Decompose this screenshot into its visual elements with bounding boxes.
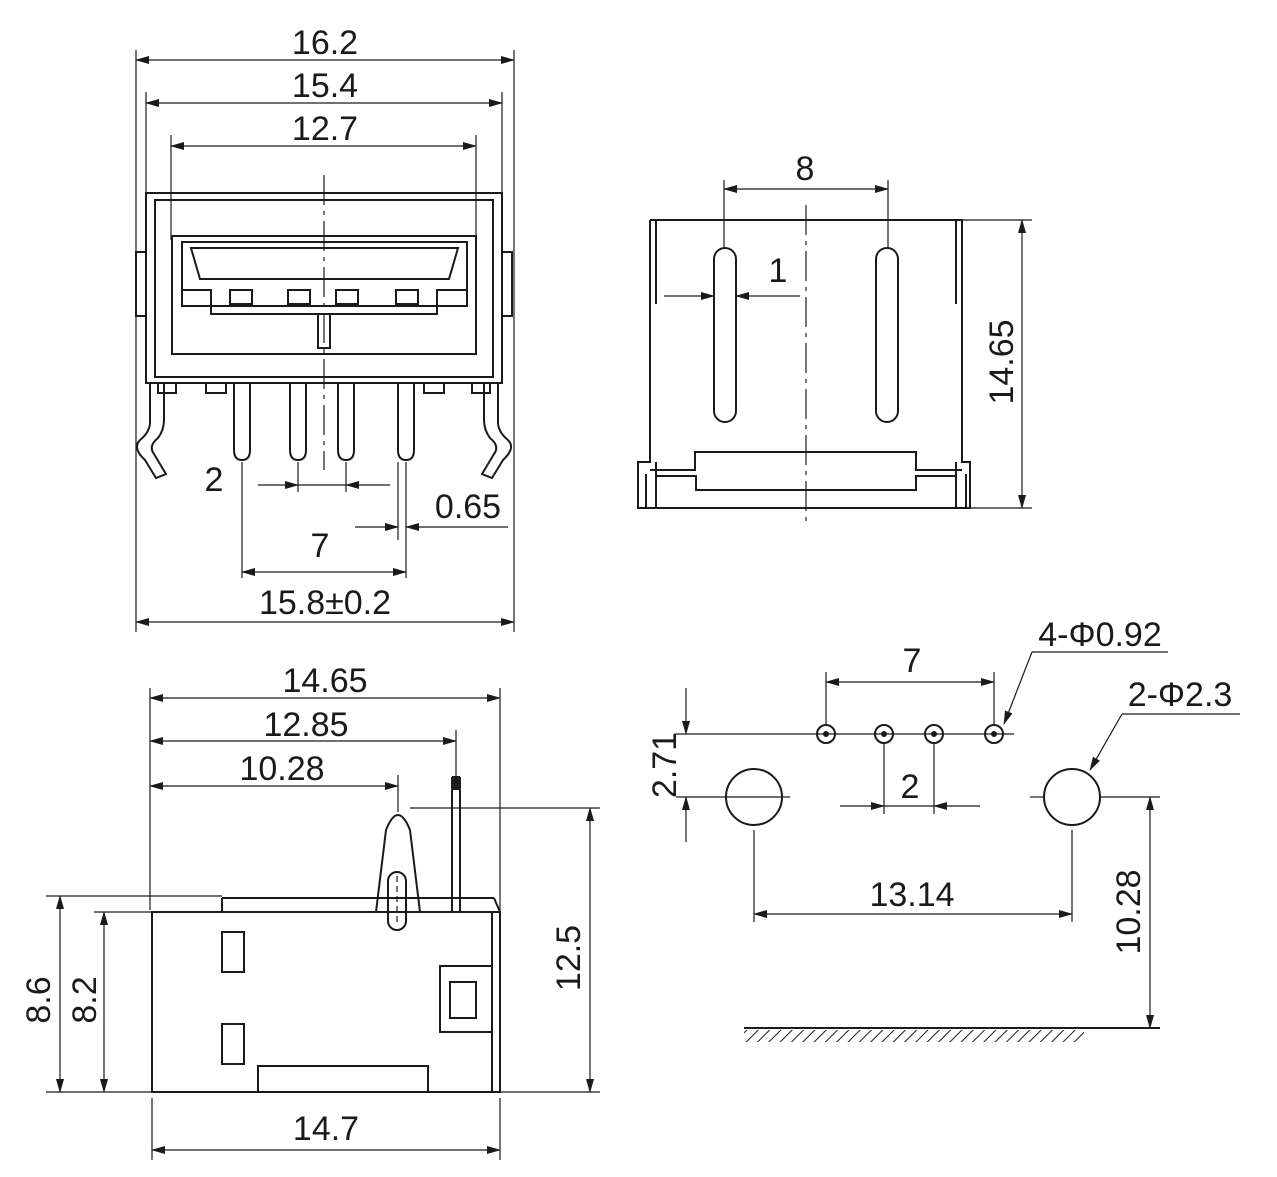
top-view: 8 1 14.65 [637, 150, 1032, 522]
fp-dim-pin-pitch: 2 [901, 768, 920, 806]
pin-hole [924, 724, 944, 744]
dim-length: 14.65 [282, 662, 367, 700]
dim-pin-pos: 12.85 [263, 706, 348, 744]
dim-height-inner: 8.2 [66, 976, 104, 1023]
dim-opening-width: 12.7 [292, 110, 358, 148]
board-edge [744, 1027, 1160, 1042]
dim-height-outer: 8.6 [20, 976, 58, 1023]
label-mount-holes: 2-Φ2.3 [1128, 676, 1233, 714]
fp-dim-mount-span: 13.14 [869, 876, 954, 914]
dim-slot-width: 1 [769, 252, 788, 290]
dim-shell-width: 15.4 [292, 67, 358, 105]
pin-hole [816, 724, 836, 744]
side-view: 14.65 12.85 10.28 8.6 8.2 12.5 [20, 662, 600, 1160]
fp-dim-outer-pin-span: 7 [903, 642, 922, 680]
dim-depth: 14.65 [983, 319, 1021, 404]
dim-pin-width: 0.65 [435, 488, 501, 526]
fp-dim-edge-distance: 10.28 [1110, 869, 1148, 954]
pin-hole [874, 724, 894, 744]
front-view: 16.2 15.4 12.7 [135, 24, 515, 632]
dim-overall-width: 16.2 [292, 24, 358, 62]
pcb-footprint: 7 4-Φ0.92 2-Φ2.3 2.71 2 13.14 10.28 [646, 616, 1240, 1042]
mount-hole [1043, 768, 1101, 826]
pin-hole [984, 724, 1004, 744]
dim-slot-spacing: 8 [796, 150, 815, 188]
dim-outer-pin-span: 7 [311, 527, 330, 565]
dim-tab-span: 15.8±0.2 [259, 584, 391, 622]
dim-pin-pitch: 2 [205, 461, 224, 499]
fp-dim-row-offset: 2.71 [646, 732, 684, 798]
mount-hole [725, 768, 783, 826]
dim-total-height: 12.5 [550, 925, 588, 991]
label-pin-holes: 4-Φ0.92 [1038, 616, 1162, 654]
dim-tab-pos: 10.28 [239, 750, 324, 788]
dim-body-length: 14.7 [293, 1110, 359, 1148]
